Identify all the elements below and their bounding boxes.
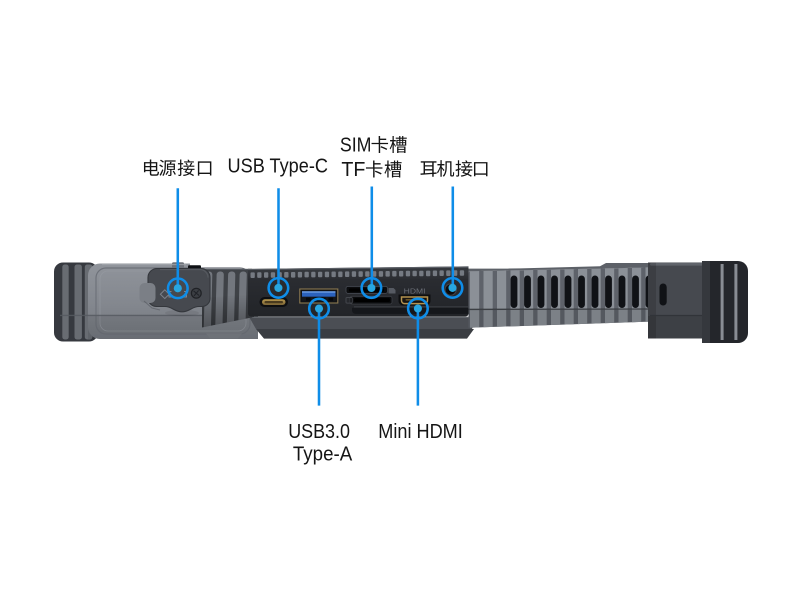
svg-text:USB Type-C: USB Type-C xyxy=(228,155,329,178)
svg-text:TF: TF xyxy=(341,158,365,181)
svg-text:Type-A: Type-A xyxy=(293,442,353,465)
svg-text:Mini HDMI: Mini HDMI xyxy=(378,420,463,443)
svg-text:HDMI: HDMI xyxy=(404,287,426,296)
svg-text:USB3.0: USB3.0 xyxy=(288,420,350,443)
svg-text:SIM: SIM xyxy=(340,134,372,157)
